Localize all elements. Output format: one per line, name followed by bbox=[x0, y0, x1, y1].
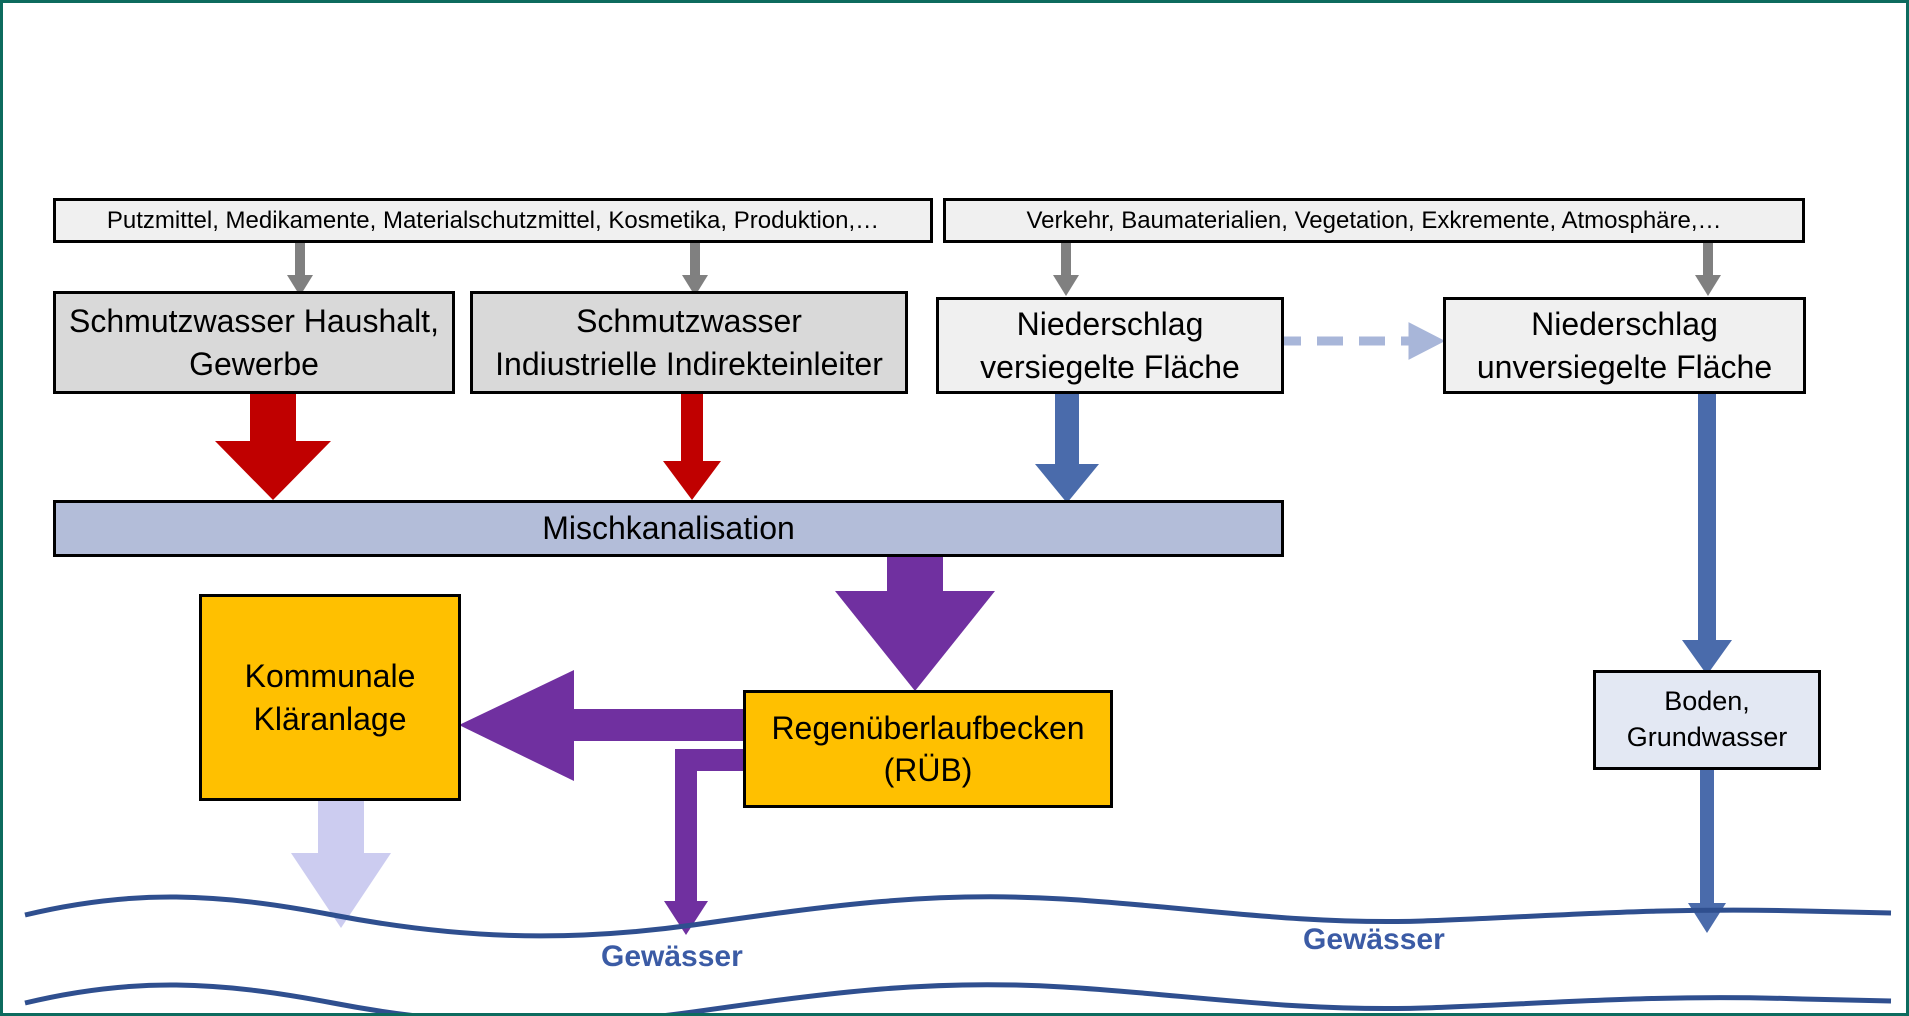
node-combined-sewer: Mischkanalisation bbox=[53, 500, 1284, 557]
node-precipitation-unsealed: Niederschlag unversiegelte Fläche bbox=[1443, 297, 1806, 394]
lavender-arrow-wwtp-effluent bbox=[291, 801, 391, 928]
node-unsealed-line2: unversiegelte Fläche bbox=[1476, 348, 1773, 385]
node-municipal-wwtp: Kommunale Kläranlage bbox=[199, 594, 461, 801]
source-runoff-label: Verkehr, Baumaterialien, Vegetation, Exk… bbox=[1026, 206, 1722, 234]
node-unsealed-line1: Niederschlag bbox=[1531, 306, 1718, 343]
node-cso-line2: (RÜB) bbox=[883, 752, 973, 788]
red-arrow-household bbox=[215, 392, 331, 500]
blue-arrow-unsealed-to-soil bbox=[1682, 392, 1732, 675]
blue-arrow-sealed-runoff bbox=[1035, 392, 1099, 503]
grey-source-arrows bbox=[287, 242, 1721, 296]
node-cso-basin: Regenüberlaufbecken (RÜB) bbox=[743, 690, 1113, 808]
node-wwtp-line2: Kläranlage bbox=[253, 700, 407, 737]
red-arrow-industrial bbox=[663, 392, 721, 500]
node-industrial-line1: Schmutzwasser bbox=[576, 303, 802, 340]
node-sewer-label: Mischkanalisation bbox=[542, 510, 795, 547]
node-precipitation-sealed: Niederschlag versiegelte Fläche bbox=[936, 297, 1284, 394]
water-label-right: Gewässer bbox=[1303, 923, 1445, 956]
node-soil-line1: Boden, bbox=[1664, 686, 1750, 717]
node-industrial-wastewater: Schmutzwasser Indiustrielle Indirekteinl… bbox=[470, 291, 908, 394]
purple-elbow-cso-overflow bbox=[664, 749, 745, 935]
node-sealed-line1: Niederschlag bbox=[1016, 306, 1204, 343]
water-label-left: Gewässer bbox=[601, 940, 743, 973]
purple-arrow-cso-to-wwtp bbox=[459, 670, 744, 781]
water-waves bbox=[24, 894, 1892, 1013]
node-household-wastewater: Schmutzwasser Haushalt, Gewerbe bbox=[53, 291, 455, 394]
node-household-line1: Schmutzwasser Haushalt, bbox=[69, 303, 439, 340]
node-household-line2: Gewerbe bbox=[189, 345, 319, 382]
node-soil-line2: Grundwasser bbox=[1626, 722, 1788, 752]
node-wwtp-line1: Kommunale bbox=[244, 658, 416, 695]
purple-arrow-sewer-to-cso bbox=[835, 554, 995, 691]
blue-arrow-soil-to-water bbox=[1688, 769, 1726, 933]
source-wastewater-label: Putzmittel, Medikamente, Materialschutzm… bbox=[106, 206, 880, 234]
node-cso-line1: Regenüberlaufbecken bbox=[771, 709, 1085, 746]
source-box-runoff: Verkehr, Baumaterialien, Vegetation, Exk… bbox=[943, 198, 1805, 243]
node-soil-groundwater: Boden, Grundwasser bbox=[1593, 670, 1821, 770]
node-industrial-line2: Indiustrielle Indirekteinleiter bbox=[495, 345, 883, 382]
source-box-wastewater: Putzmittel, Medikamente, Materialschutzm… bbox=[53, 198, 933, 243]
node-sealed-line2: versiegelte Fläche bbox=[980, 348, 1240, 385]
